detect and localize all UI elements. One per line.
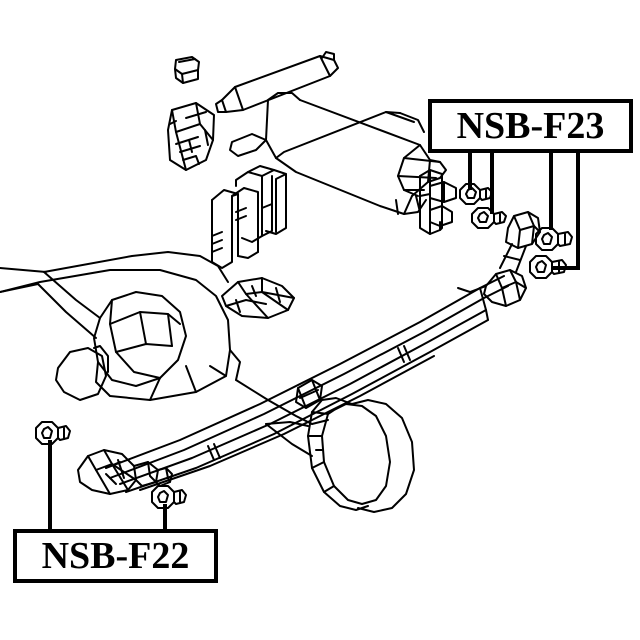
part-number-text: NSB-F23 xyxy=(456,105,605,147)
label-inner-border: NSB-F23 xyxy=(432,103,629,149)
bushing xyxy=(471,207,507,229)
part-number-label-nsb-f22[interactable]: NSB-F22 xyxy=(13,529,218,583)
shackle-bracket xyxy=(419,169,457,235)
bushing xyxy=(535,227,573,251)
spring-hanger-bracket xyxy=(167,102,215,171)
brake-drum xyxy=(265,397,415,513)
bushing xyxy=(151,485,187,509)
part-number-label-nsb-f23[interactable]: NSB-F23 xyxy=(428,99,633,153)
part-number-text: NSB-F22 xyxy=(41,535,190,577)
axle-tube-right xyxy=(229,349,313,457)
leader-line-nsb-f23-4 xyxy=(552,153,580,270)
bushing xyxy=(35,421,71,445)
rear-shackle xyxy=(457,211,541,307)
label-inner-border: NSB-F22 xyxy=(17,533,214,579)
u-bolt-seat-plate xyxy=(221,277,295,319)
differential-housing xyxy=(0,251,231,401)
bump-stop xyxy=(174,56,200,84)
front-spring-eye xyxy=(77,449,173,495)
